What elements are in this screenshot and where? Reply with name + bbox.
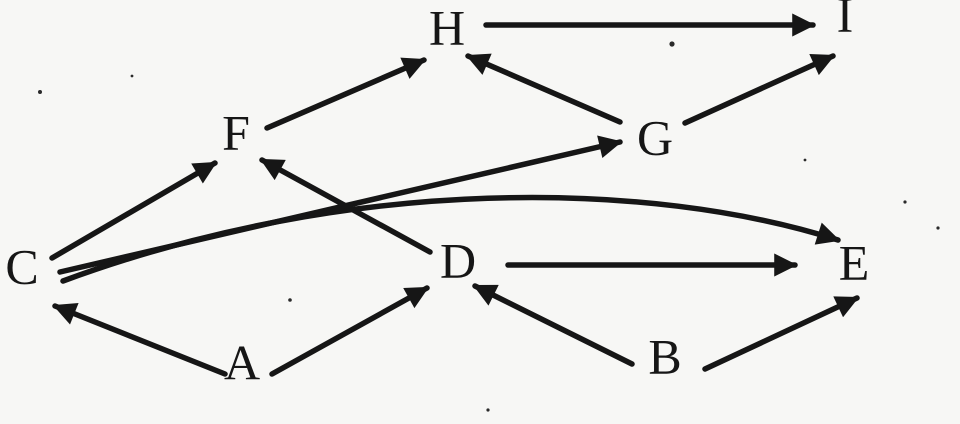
node-f: F: [222, 104, 250, 160]
edge-f-to-h: [264, 57, 427, 131]
edge-b-to-e: [702, 295, 860, 372]
edges: [49, 13, 860, 377]
edge-b-to-d: [472, 283, 635, 367]
node-b: B: [648, 328, 681, 384]
edge-c-to-f: [49, 160, 218, 261]
node-d: D: [440, 232, 476, 288]
node-g: G: [637, 109, 673, 165]
node-i: I: [837, 0, 854, 42]
node-c: C: [5, 238, 38, 294]
edge-g-to-h: [465, 53, 623, 125]
nodes: A B C D E F G H I: [5, 0, 869, 390]
edge-d-to-f: [259, 157, 433, 255]
node-a: A: [224, 334, 260, 390]
node-e: E: [839, 234, 870, 290]
paper-specks: [38, 41, 940, 412]
edge-a-to-c: [52, 302, 228, 377]
edge-c-to-e: [60, 194, 841, 284]
edge-g-to-i: [682, 53, 836, 126]
edge-a-to-d: [269, 285, 430, 377]
node-h: H: [429, 0, 465, 55]
